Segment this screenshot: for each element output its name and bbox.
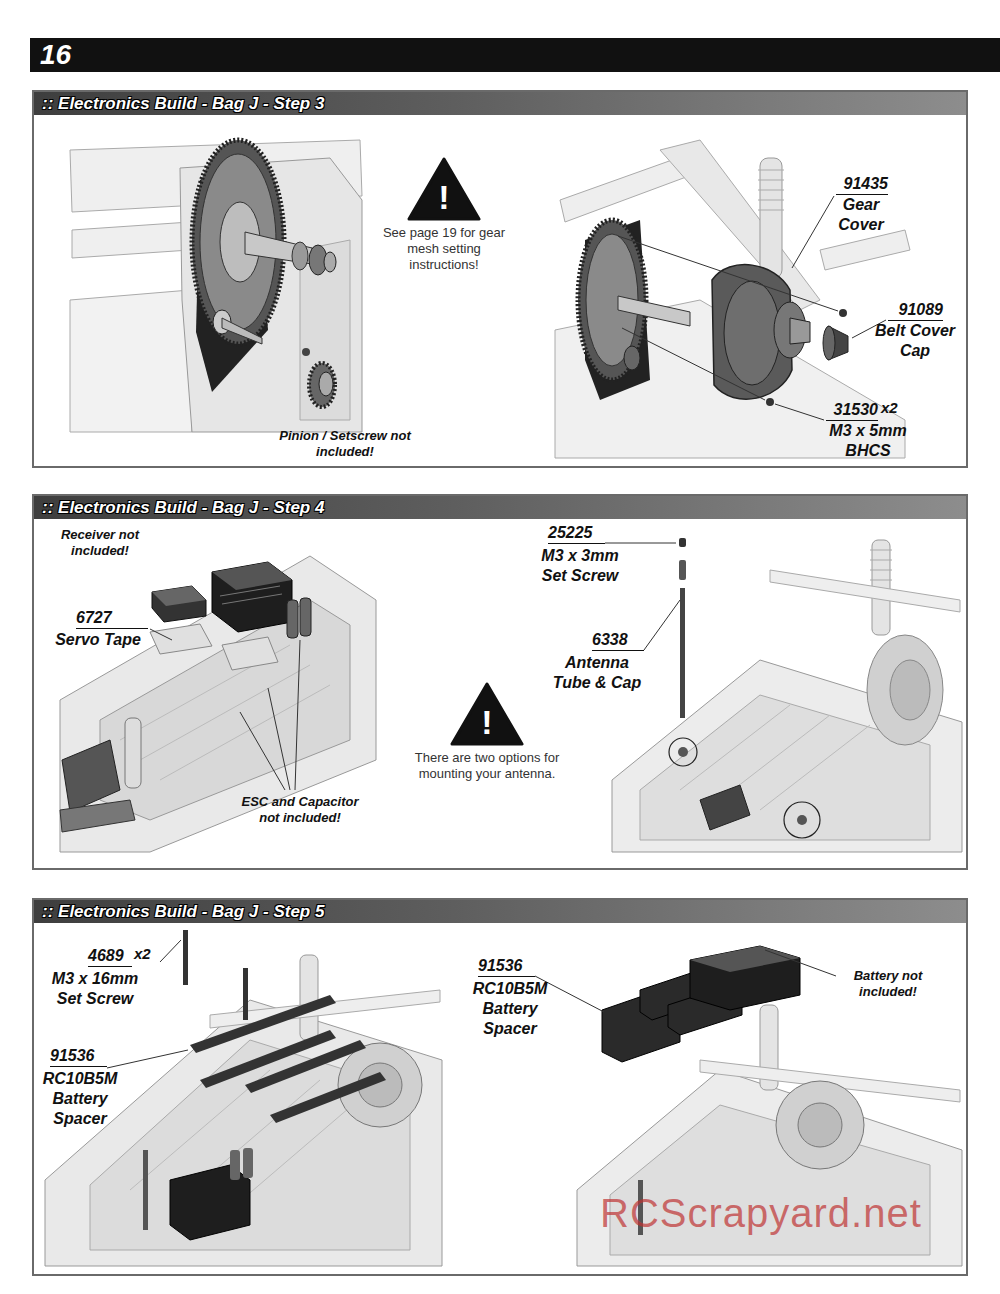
part-name: Servo Tape xyxy=(48,630,148,650)
step-title: :: Electronics Build - Bag J - Step 4 xyxy=(34,496,966,519)
note-text: ESC and Capacitor not included! xyxy=(230,794,370,827)
antenna-illustration xyxy=(612,538,962,852)
warning-text: See page 19 for gear mesh setting instru… xyxy=(374,217,514,273)
part-number: 6727 xyxy=(76,608,148,629)
warning-note: !See page 19 for gear mesh setting instr… xyxy=(374,157,514,277)
part-number: 91536 xyxy=(478,956,535,977)
note-text: Pinion / Setscrew not included! xyxy=(270,428,420,461)
part-name: M3 x 3mm Set Screw xyxy=(530,546,630,586)
part-number: 4689 xyxy=(88,946,132,967)
warning-note: !There are two options for mounting your… xyxy=(397,682,577,786)
step-panel: :: Electronics Build - Bag J - Step 4!Th… xyxy=(32,494,968,870)
page-number-band: 16 xyxy=(30,38,1000,72)
part-name: RC10B5M Battery Spacer xyxy=(30,1069,130,1129)
gear-cover-illustration xyxy=(555,140,910,458)
warning-mark: ! xyxy=(374,157,514,217)
part-number: 91089 xyxy=(888,300,943,321)
watermark: RCScrapyard.net xyxy=(600,1188,970,1238)
part-name: Antenna Tube & Cap xyxy=(547,653,647,693)
part-number: 91536 xyxy=(50,1046,107,1067)
note-text: Receiver not included! xyxy=(45,527,155,560)
part-number: 91435 xyxy=(836,174,888,195)
part-number: 25225 xyxy=(548,523,605,544)
part-name: RC10B5M Battery Spacer xyxy=(460,979,560,1039)
part-name: M3 x 5mm BHCS xyxy=(822,421,914,461)
warning-mark: ! xyxy=(397,682,577,742)
part-name: Belt Cover Cap xyxy=(865,321,965,361)
chassis-electronics-illustration xyxy=(60,556,376,852)
part-number: 31530 xyxy=(826,400,878,421)
step-panel: :: Electronics Build - Bag J - Step 3!Se… xyxy=(32,90,968,468)
part-name: M3 x 16mm Set Screw xyxy=(40,969,150,1009)
leader-lines xyxy=(535,950,836,1012)
step-title: :: Electronics Build - Bag J - Step 3 xyxy=(34,92,966,115)
note-text: Battery not included! xyxy=(838,968,938,1001)
step-title: :: Electronics Build - Bag J - Step 5 xyxy=(34,900,966,923)
leader-lines xyxy=(150,629,300,790)
spur-gear-illustration xyxy=(70,140,362,432)
quantity: x2 xyxy=(881,399,907,418)
page-number: 16 xyxy=(30,38,1000,72)
quantity: x2 xyxy=(134,945,160,964)
warning-text: There are two options for mounting your … xyxy=(397,742,577,782)
part-name: Gear Cover xyxy=(826,195,896,235)
part-number: 6338 xyxy=(592,630,644,651)
